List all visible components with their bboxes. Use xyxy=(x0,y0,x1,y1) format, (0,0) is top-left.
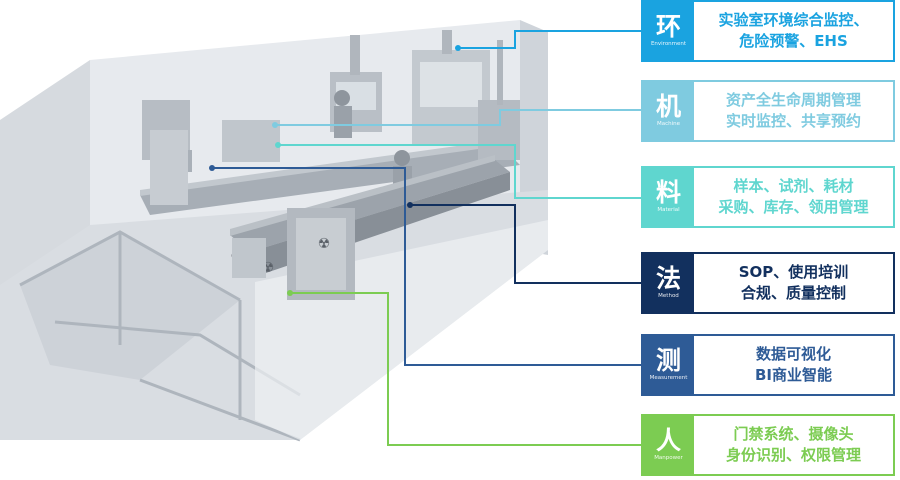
card-manpower: 人 Manpower 门禁系统、摄像头 身份识别、权限管理 xyxy=(641,414,895,476)
badge-manpower: 人 Manpower xyxy=(643,416,694,474)
worker-head-1 xyxy=(334,90,350,106)
badge-subtitle: Method xyxy=(658,293,679,299)
badge-method: 法 Method xyxy=(643,254,694,312)
card-description: 实验室环境综合监控、 危险预警、EHS xyxy=(694,2,893,60)
badge-environment: 环 Environment xyxy=(643,2,694,60)
connector-env xyxy=(460,30,641,49)
badge-char: 测 xyxy=(655,346,681,375)
safety-door-panel xyxy=(296,218,346,290)
badge-subtitle: Measurement xyxy=(649,375,688,381)
badge-machine: 机 Machine xyxy=(643,82,694,140)
worker-body-1 xyxy=(334,106,352,138)
desc-line-1: 资产全生命周期管理 xyxy=(725,91,861,109)
badge-char: 料 xyxy=(655,178,681,207)
left-door xyxy=(150,130,188,205)
connector-people xyxy=(290,292,641,446)
desc-line-2: 采购、库存、领用管理 xyxy=(718,198,869,216)
badge-subtitle: Manpower xyxy=(654,455,683,461)
connector-method-dot xyxy=(407,202,413,208)
desc-line-2: 身份识别、权限管理 xyxy=(725,446,861,464)
card-method: 法 Method SOP、使用培训 合规、质量控制 xyxy=(641,252,895,314)
card-measurement: 测 Measurement 数据可视化 BI商业智能 xyxy=(641,334,895,396)
card-material: 料 Material 样本、试剂、耗材 采购、库存、领用管理 xyxy=(641,166,895,228)
waste-bin xyxy=(232,238,266,278)
desc-line-2: 合规、质量控制 xyxy=(740,284,846,302)
desc-line-1: SOP、使用培训 xyxy=(738,263,849,281)
card-environment: 环 Environment 实验室环境综合监控、 危险预警、EHS xyxy=(641,0,895,62)
badge-char: 环 xyxy=(655,12,681,41)
desc-line-2: BI商业智能 xyxy=(754,366,832,384)
card-description: 门禁系统、摄像头 身份识别、权限管理 xyxy=(694,416,893,474)
badge-material: 料 Material xyxy=(643,168,694,226)
card-machine: 机 Machine 资产全生命周期管理 实时监控、共享预约 xyxy=(641,80,895,142)
connector-lines xyxy=(209,30,641,446)
badge-char: 人 xyxy=(655,426,681,455)
desc-line-1: 样本、试剂、耗材 xyxy=(733,177,854,195)
card-description: 样本、试剂、耗材 采购、库存、领用管理 xyxy=(694,168,893,226)
badge-subtitle: Machine xyxy=(656,121,681,127)
hazard-sign-1: ☢ xyxy=(318,236,331,252)
connector-mach-dot xyxy=(272,122,278,128)
duct-right xyxy=(442,30,452,54)
card-description: 资产全生命周期管理 实时监控、共享预约 xyxy=(694,82,893,140)
card-description: 数据可视化 BI商业智能 xyxy=(694,336,893,394)
pipe-right xyxy=(497,40,503,105)
worker-head-2 xyxy=(394,150,410,166)
fume-hood-right-glass xyxy=(420,62,482,107)
connector-method xyxy=(410,204,641,284)
badge-char: 机 xyxy=(655,92,681,121)
connector-measure-dot xyxy=(209,165,215,171)
badge-char: 法 xyxy=(655,264,681,293)
connector-mat-dot xyxy=(275,142,281,148)
equipment-cabinet xyxy=(222,120,280,162)
connector-measure xyxy=(212,167,641,366)
connector-people-dot xyxy=(287,290,293,296)
desc-line-1: 数据可视化 xyxy=(755,345,831,363)
rear-bench xyxy=(140,145,520,215)
connector-mat xyxy=(278,144,641,199)
connector-mach xyxy=(275,109,641,126)
badge-measurement: 测 Measurement xyxy=(643,336,694,394)
badge-subtitle: Environment xyxy=(650,41,687,47)
desc-line-2: 实时监控、共享预约 xyxy=(725,112,861,130)
duct-left xyxy=(350,35,360,75)
desc-line-1: 门禁系统、摄像头 xyxy=(733,425,854,443)
connector-env-dot xyxy=(455,45,461,51)
card-description: SOP、使用培训 合规、质量控制 xyxy=(694,254,893,312)
desc-line-1: 实验室环境综合监控、 xyxy=(718,11,869,29)
badge-subtitle: Material xyxy=(657,207,680,213)
desc-line-2: 危险预警、EHS xyxy=(739,32,848,50)
